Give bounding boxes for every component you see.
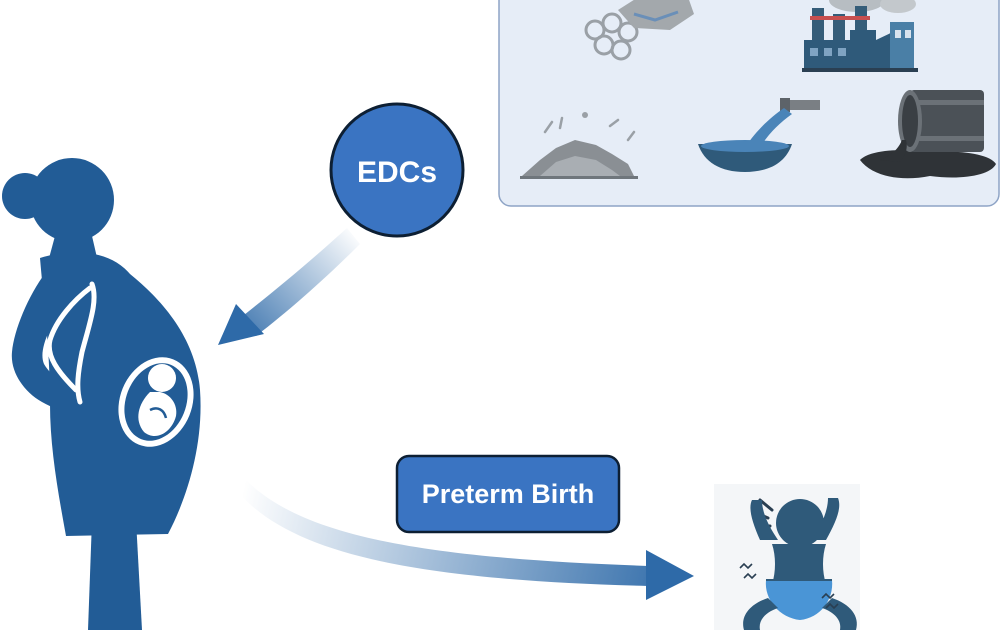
preterm-birth-label-box: Preterm Birth [395, 454, 621, 534]
outcome-arrow [236, 478, 694, 600]
oil-barrel-spill-icon [860, 90, 996, 179]
preterm-birth-label: Preterm Birth [422, 479, 595, 509]
edcs-label: EDCs [357, 156, 437, 189]
sewage-discharge-icon [698, 98, 820, 172]
exposure-arrow [218, 228, 360, 345]
edcs-bubble: EDCs [329, 102, 465, 238]
factory-icon [802, 0, 918, 72]
pollution-sources-panel [498, 0, 1000, 207]
waste-pile-icon [520, 112, 638, 179]
pregnant-woman-icon [2, 158, 201, 630]
fetus-icon [118, 357, 194, 447]
microplastics-icon [584, 0, 694, 61]
crying-baby-icon [714, 484, 860, 630]
